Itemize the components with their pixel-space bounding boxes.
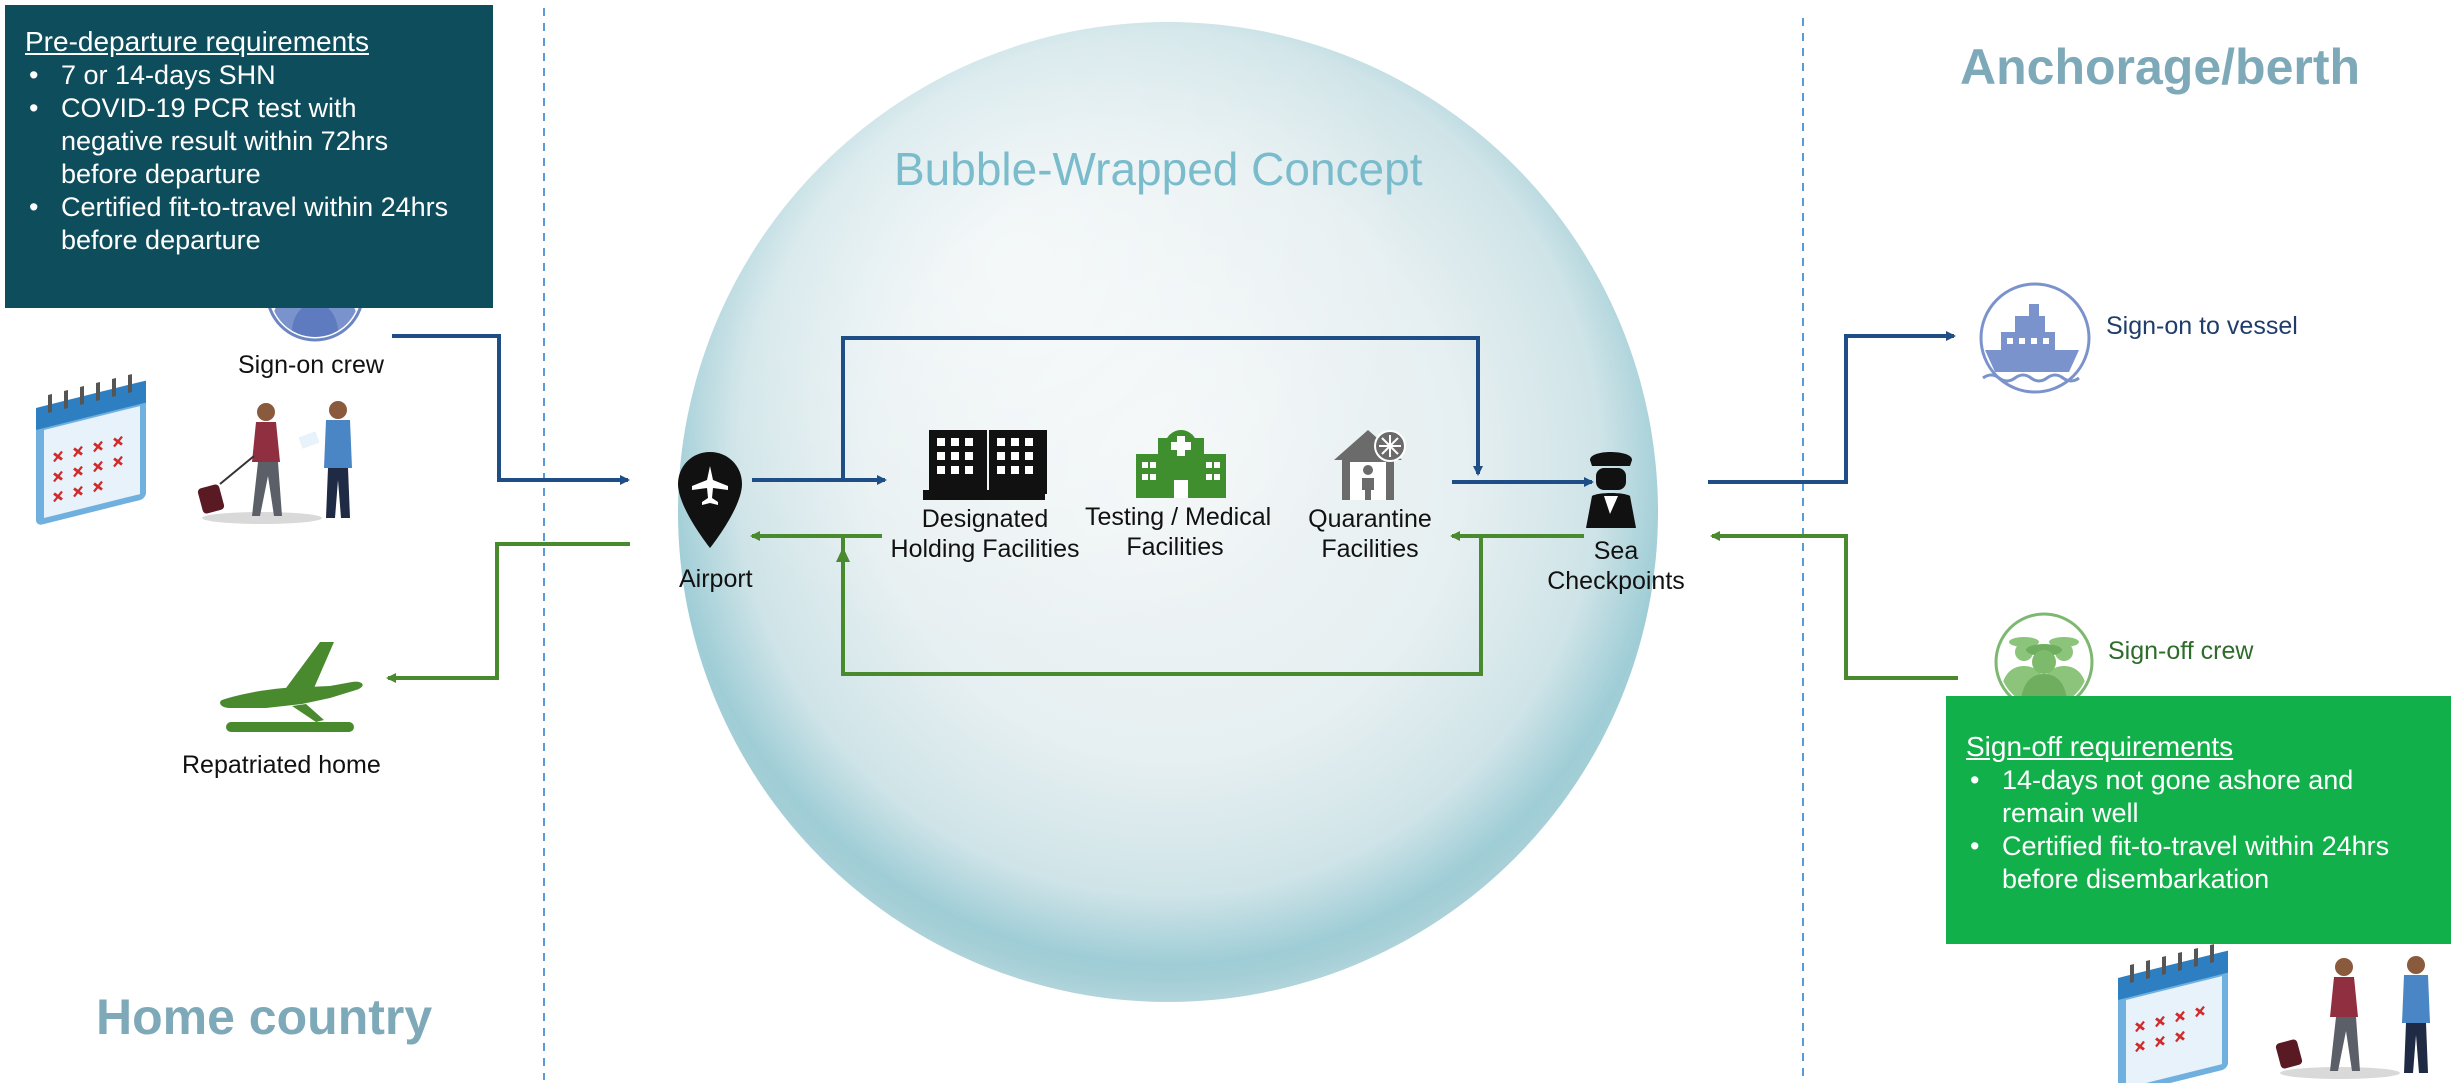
officer-icon: [1586, 452, 1636, 528]
region-home-country: Home country: [96, 989, 433, 1045]
repatriated-label: Repatriated home: [182, 751, 381, 779]
outbound-flows: [392, 331, 1956, 487]
airport-pin-icon: [678, 452, 742, 548]
pre-departure-list: 7 or 14-days SHN COVID-19 PCR test with …: [25, 59, 493, 257]
quarantine-facilities-label: Quarantine Facilities: [1300, 504, 1440, 564]
flow-checkpoint-to-vessel: [1708, 331, 1956, 484]
list-item: COVID-19 PCR test with negative result w…: [25, 92, 441, 191]
bubble-shine: [678, 22, 1658, 1002]
return-flows: [386, 531, 1958, 683]
quarantine-house-icon: [1334, 430, 1406, 500]
sea-checkpoints-label: Sea Checkpoints: [1546, 536, 1686, 596]
loop-arrowhead: [836, 547, 850, 562]
list-item: Certified fit-to-travel within 24hrs bef…: [25, 191, 491, 257]
airport-label: Airport: [679, 565, 753, 593]
calendar-icon: [2118, 944, 2228, 1083]
sign-off-list: 14-days not gone ashore and remain well …: [1966, 764, 2451, 896]
ship-icon: [1979, 282, 2091, 394]
sea-line-1: Sea: [1593, 537, 1639, 565]
testing-facilities-label: Testing / Medical Facilities: [1085, 502, 1272, 562]
list-item: 14-days not gone ashore and remain well: [1966, 764, 2422, 830]
list-item: 7 or 14-days SHN: [25, 59, 493, 92]
flow-airport-to-home: [386, 542, 630, 683]
airplane-landing-icon: [220, 642, 363, 732]
calendar-icon: [36, 374, 146, 525]
holding-line-2: Holding Facilities: [890, 535, 1080, 563]
sign-on-vessel-label: Sign-on to vessel: [2106, 312, 2298, 340]
crew-group-icon: [1994, 612, 2094, 712]
sign-on-crew-label: Sign-on crew: [238, 351, 384, 379]
holding-line-1: Designated: [921, 505, 1049, 533]
holding-facilities-label: Designated Holding Facilities: [885, 504, 1085, 564]
sea-line-2: Checkpoints: [1547, 567, 1685, 595]
hospital-icon: [1136, 430, 1226, 498]
region-anchorage: Anchorage/berth: [1960, 39, 2361, 95]
travelers-icon: [2275, 956, 2430, 1079]
flow-signoff-to-checkpoint: [1710, 531, 1958, 680]
bubble-title: Bubble-Wrapped Concept: [894, 143, 1423, 195]
building-icon: [923, 430, 1047, 500]
pre-departure-box: Pre-departure requirements 7 or 14-days …: [5, 5, 493, 308]
sign-off-heading: Sign-off requirements: [1966, 731, 2234, 762]
sign-off-box: Sign-off requirements 14-days not gone a…: [1946, 696, 2451, 944]
flow-loop-back: [841, 536, 1483, 676]
flow-bypass-to-checkpoint: [841, 336, 1483, 480]
testing-line-2: Facilities: [1126, 533, 1224, 561]
pre-departure-heading: Pre-departure requirements: [25, 26, 369, 57]
testing-line-1: Testing / Medical: [1085, 503, 1272, 531]
flow-signon-to-airport: [392, 334, 630, 485]
list-item: Certified fit-to-travel within 24hrs bef…: [1966, 830, 2442, 896]
travelers-icon: [197, 401, 352, 524]
sign-off-crew-label: Sign-off crew: [2108, 637, 2254, 665]
quarantine-line-2: Facilities: [1321, 535, 1419, 563]
quarantine-line-1: Quarantine: [1308, 505, 1432, 533]
